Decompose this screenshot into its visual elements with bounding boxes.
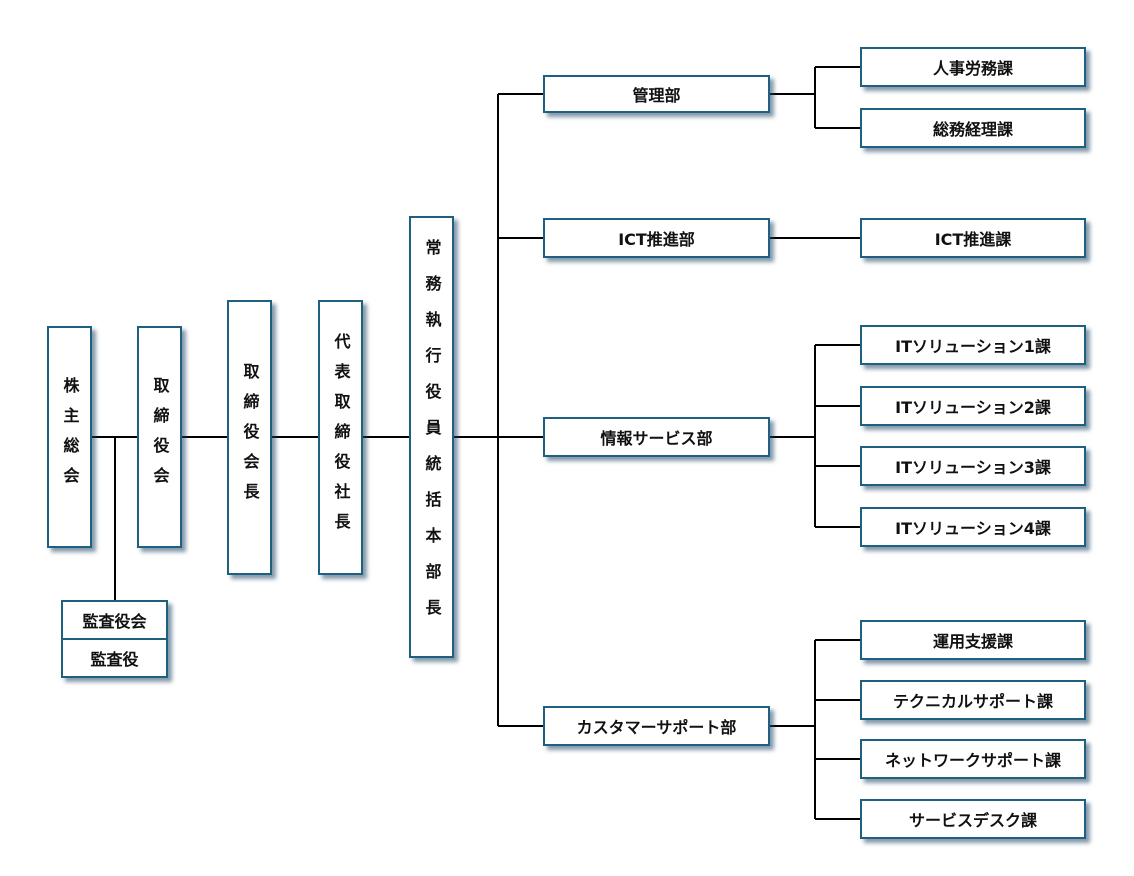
- auditor-label: 監査役: [63, 638, 166, 676]
- board-box: 取締役会: [137, 326, 182, 548]
- department-box: カスタマーサポート部: [543, 706, 770, 746]
- department-box: 管理部: [543, 75, 770, 113]
- president-box: 代表取締役社長: [318, 300, 363, 575]
- department-box: ICT推進部: [543, 218, 770, 258]
- audit-box: 監査役会 監査役: [61, 600, 168, 678]
- audit-board-label: 監査役会: [82, 612, 147, 631]
- section-box: テクニカルサポート課: [860, 680, 1086, 720]
- section-box: ITソリューション3課: [860, 446, 1086, 486]
- department-box: 情報サービス部: [543, 417, 770, 457]
- section-box: 総務経理課: [860, 108, 1086, 148]
- managing-director-box: 常務執行役員統括本部長: [409, 216, 454, 658]
- chairman-box: 取締役会長: [227, 300, 272, 575]
- section-box: ITソリューション2課: [860, 386, 1086, 426]
- section-box: ネットワークサポート課: [860, 739, 1086, 779]
- section-box: ITソリューション4課: [860, 507, 1086, 547]
- section-box: ITソリューション1課: [860, 325, 1086, 365]
- section-box: サービスデスク課: [860, 799, 1086, 839]
- section-box: ICT推進課: [860, 218, 1086, 258]
- shareholders-meeting-box: 株主総会: [47, 326, 92, 548]
- section-box: 人事労務課: [860, 47, 1086, 87]
- section-box: 運用支援課: [860, 620, 1086, 660]
